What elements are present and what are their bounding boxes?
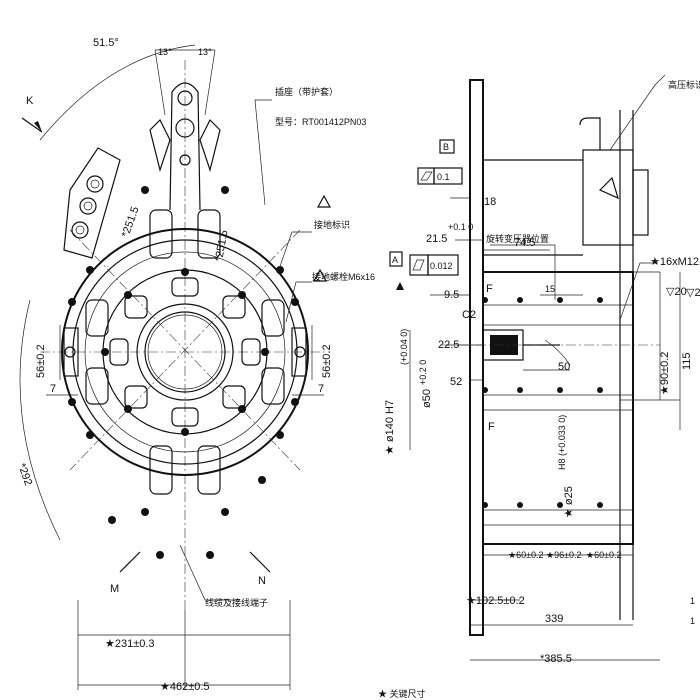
label-m: M	[110, 583, 119, 595]
front-view: 51.5° 13° 13° K M N *251.5 *251.5 *292 5…	[15, 37, 375, 693]
dim-18: 18	[484, 196, 496, 208]
note-model: 型号：RT001412PN03	[275, 117, 366, 127]
view-arrow-k-icon	[21, 117, 43, 133]
connector-block	[63, 147, 121, 259]
label-n: N	[258, 575, 266, 587]
dim-21-5: 21.5	[426, 233, 447, 245]
dim-462: ★462±0.5	[160, 681, 210, 693]
edge-mark-bottom: 1	[690, 616, 695, 626]
dim-7-right: 7	[318, 383, 324, 395]
dim-9-5: 9.5	[444, 289, 459, 301]
center-bore	[136, 303, 234, 401]
dim-7-left: 7	[50, 383, 56, 395]
dim-52: 52	[450, 376, 462, 388]
dim-231: ★231±0.3	[105, 638, 155, 650]
dim-74-5: 74.5	[514, 237, 535, 249]
cylindricity-icon	[412, 259, 425, 271]
outer-flange	[61, 228, 309, 476]
dim-339: 339	[545, 613, 563, 625]
note-key-dim: ★ 关键尺寸	[378, 688, 426, 699]
dia-140: ★ ø140 H7	[384, 400, 396, 455]
dim-50: 50	[558, 361, 570, 373]
note-ground: 接地标识	[314, 219, 350, 230]
hv-warning-icon	[598, 176, 619, 200]
side-view: B 0.1 A 0.012 18 21.5	[378, 74, 700, 699]
dia-140-tol: (+0.04 0)	[399, 329, 409, 365]
bolt-warning-icon	[312, 268, 328, 282]
note-bottom-front: 线缆及接线端子	[205, 597, 268, 608]
dim-c2: C2	[462, 309, 476, 321]
dia-25: ★ ø25	[563, 486, 575, 518]
flatness-icon	[420, 171, 433, 181]
dim-60-b: ★60±0.2	[586, 550, 622, 560]
dim-21-5-tol: +0.1 0	[448, 222, 473, 232]
dia-251-right: *251.5	[213, 229, 230, 262]
dim-56-right: 56±0.2	[321, 344, 333, 378]
label-k: K	[26, 95, 34, 107]
dim-96: ★96±0.2	[546, 550, 582, 560]
dim-60-a: ★60±0.2	[508, 550, 544, 560]
flange-bolts	[482, 297, 603, 508]
dia-50-tol: +0.2 0	[418, 360, 428, 385]
label-f-bottom: F	[488, 421, 495, 433]
tol-value: 0.012	[430, 261, 453, 271]
note-connector: 插座（带护套）	[275, 86, 338, 97]
flatness-value: 0.1	[437, 172, 450, 182]
dim-90: ★90±0.2	[659, 352, 671, 395]
label-f-top: F	[486, 283, 493, 295]
dim-56-left: 56±0.2	[35, 344, 47, 378]
hv-connector-box	[582, 149, 634, 246]
edge-mark-top: 1	[690, 596, 695, 606]
note-shaft: 旋转变压器位置	[486, 233, 549, 244]
rib-windows	[85, 209, 285, 495]
top-lug	[169, 82, 201, 211]
angle-13-left: 13°	[158, 47, 172, 57]
datum-a: A	[392, 255, 398, 265]
angle-13-right: 13°	[198, 47, 212, 57]
dim-115: 115	[681, 352, 693, 370]
dia-50: ø50	[421, 389, 433, 408]
thread: ★16xM12	[650, 256, 699, 268]
angle-51-5: 51.5°	[93, 37, 119, 49]
dim-385-5: *385.5	[540, 653, 572, 665]
mount-flange-plate	[469, 79, 484, 636]
ground-warning-icon	[316, 194, 332, 208]
dim-15: 15	[545, 284, 555, 294]
dim-22-5: 22.5	[438, 339, 459, 351]
dia-251-left: *251.5	[120, 205, 142, 239]
thread-depth: ▽20	[666, 286, 687, 298]
note-hv: 高压标识	[668, 79, 700, 90]
datum-b: B	[443, 142, 449, 152]
bolt-holes	[68, 186, 299, 559]
dim-102-5: ★102.5±0.2	[466, 595, 525, 607]
thread-depth-2: ▽2	[686, 287, 700, 299]
note-ground-bolt: 接地螺栓M6x16	[312, 271, 375, 282]
dia-25-tol: H8 (+0.033 0)	[557, 415, 567, 470]
